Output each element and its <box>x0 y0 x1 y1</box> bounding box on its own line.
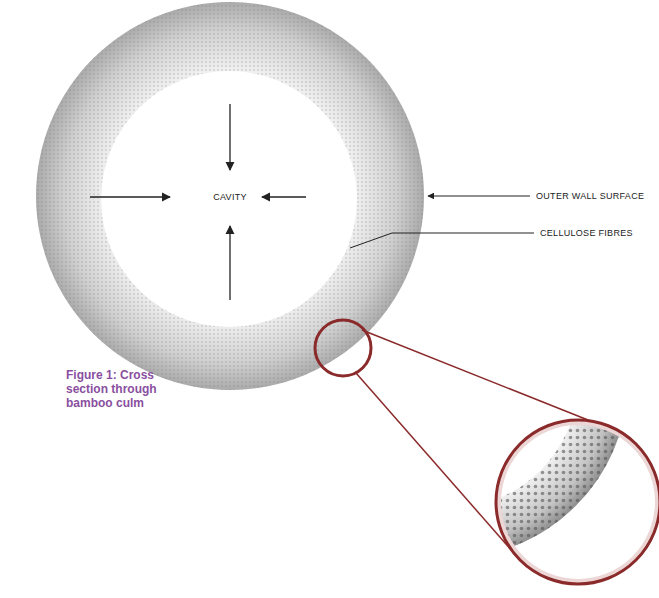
culm-wall <box>36 2 424 390</box>
zoom-halo <box>498 422 658 582</box>
zoom-line <box>356 373 520 560</box>
zoom-marker <box>315 320 371 376</box>
figure-caption: Figure 1: Cross section through bamboo c… <box>66 368 176 410</box>
leader-line <box>350 233 534 248</box>
zoom-circle <box>496 420 659 584</box>
part-label: OUTER WALL SURFACE <box>536 191 644 202</box>
cavity-label: CAVITY <box>213 192 247 203</box>
zoom-line <box>362 330 598 424</box>
cavity <box>101 71 357 327</box>
leader-line <box>428 196 530 197</box>
zoom-detail <box>272 202 628 558</box>
part-label: CELLULOSE FIBRES <box>540 228 633 239</box>
fibre-dots <box>36 2 424 390</box>
pressure-arrows <box>90 104 306 300</box>
